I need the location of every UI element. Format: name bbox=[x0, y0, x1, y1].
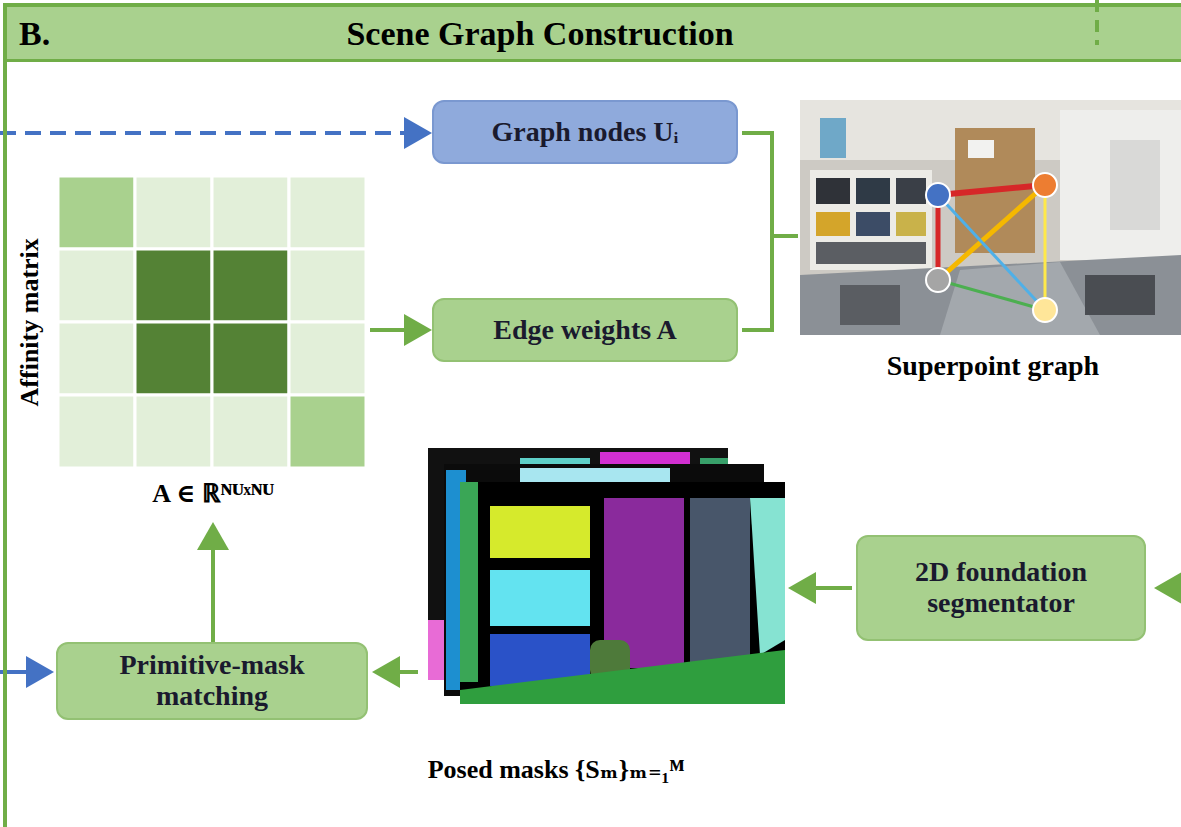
shape bbox=[690, 498, 750, 668]
process-box: Edge weights A bbox=[432, 298, 738, 362]
shape bbox=[938, 185, 1045, 280]
shape bbox=[800, 100, 1181, 335]
shape bbox=[289, 322, 366, 395]
process-box: 2D foundation segmentator bbox=[856, 535, 1146, 641]
scene-photo bbox=[800, 100, 1181, 335]
shape bbox=[58, 322, 135, 395]
box-label: Primitive-mask matching bbox=[72, 650, 352, 712]
shape bbox=[816, 178, 850, 204]
shape bbox=[938, 280, 1045, 310]
mask-stack bbox=[428, 448, 785, 704]
shape bbox=[750, 498, 785, 655]
shape bbox=[58, 395, 135, 468]
shape bbox=[289, 249, 366, 322]
shape bbox=[135, 395, 212, 468]
box-label: 2D foundation segmentator bbox=[872, 557, 1130, 619]
box-label: Edge weights A bbox=[493, 315, 677, 346]
node-box: Graph nodes Uᵢ bbox=[432, 100, 738, 164]
shape bbox=[135, 249, 212, 322]
shape bbox=[810, 170, 932, 270]
shape bbox=[212, 249, 289, 322]
affinity-matrix bbox=[58, 176, 366, 468]
shape bbox=[58, 249, 135, 322]
shape bbox=[212, 322, 289, 395]
shape bbox=[490, 506, 590, 558]
shape bbox=[938, 195, 1045, 310]
shape bbox=[820, 118, 846, 158]
matching-arrow bbox=[211, 526, 215, 642]
matrix-arrow bbox=[370, 328, 428, 332]
shape bbox=[460, 482, 785, 704]
shape bbox=[1033, 298, 1057, 322]
shape bbox=[816, 242, 926, 264]
shape bbox=[1044, 185, 1047, 310]
bracket bbox=[742, 133, 798, 330]
axis-label: Affinity matrix bbox=[16, 238, 45, 406]
graph-vertices bbox=[926, 173, 1057, 322]
shape bbox=[800, 255, 1181, 335]
header-band: B. Scene Graph Construction bbox=[7, 7, 1181, 62]
box-label: Graph nodes Uᵢ bbox=[491, 117, 678, 148]
incoming-arrow bbox=[1158, 586, 1181, 590]
shape bbox=[926, 183, 950, 207]
masks-arrow bbox=[376, 670, 418, 674]
shape bbox=[460, 650, 785, 704]
shape bbox=[816, 212, 850, 236]
shape bbox=[968, 140, 994, 158]
shape bbox=[490, 570, 590, 626]
dashed-input-arrow bbox=[0, 131, 428, 135]
shape bbox=[1110, 140, 1160, 230]
shape bbox=[856, 212, 890, 236]
shape bbox=[58, 176, 135, 249]
shape bbox=[896, 212, 926, 236]
shape bbox=[289, 395, 366, 468]
shape bbox=[135, 322, 212, 395]
shape bbox=[212, 176, 289, 249]
shape bbox=[212, 395, 289, 468]
shape bbox=[289, 176, 366, 249]
section-title: Scene Graph Construction bbox=[346, 15, 733, 52]
shape bbox=[1033, 173, 1057, 197]
math-label: A ∈ ℝᴺᵁˣᴺᵁ bbox=[152, 480, 274, 509]
process-box: Primitive-mask matching bbox=[56, 642, 368, 720]
shape bbox=[135, 176, 212, 249]
shape bbox=[938, 185, 1045, 195]
figure-caption: Posed masks {Sₘ}ₘ₌₁ᴹ bbox=[428, 756, 685, 785]
shape bbox=[1060, 110, 1181, 260]
figure-caption: Superpoint graph bbox=[887, 351, 1099, 382]
shape bbox=[896, 178, 926, 204]
shape bbox=[1085, 275, 1155, 315]
shape bbox=[856, 178, 890, 204]
shape bbox=[926, 268, 950, 292]
section-letter: B. bbox=[19, 15, 50, 52]
shape bbox=[840, 285, 900, 325]
primitive-input-arrow bbox=[0, 670, 50, 674]
segmentator-arrow bbox=[792, 586, 852, 590]
graph-edges bbox=[938, 185, 1045, 310]
shape bbox=[520, 468, 670, 482]
panel: B. Scene Graph ConstructionGraph nodes Uᵢ… bbox=[3, 3, 1181, 827]
shape bbox=[940, 262, 1100, 335]
shape bbox=[460, 482, 478, 682]
